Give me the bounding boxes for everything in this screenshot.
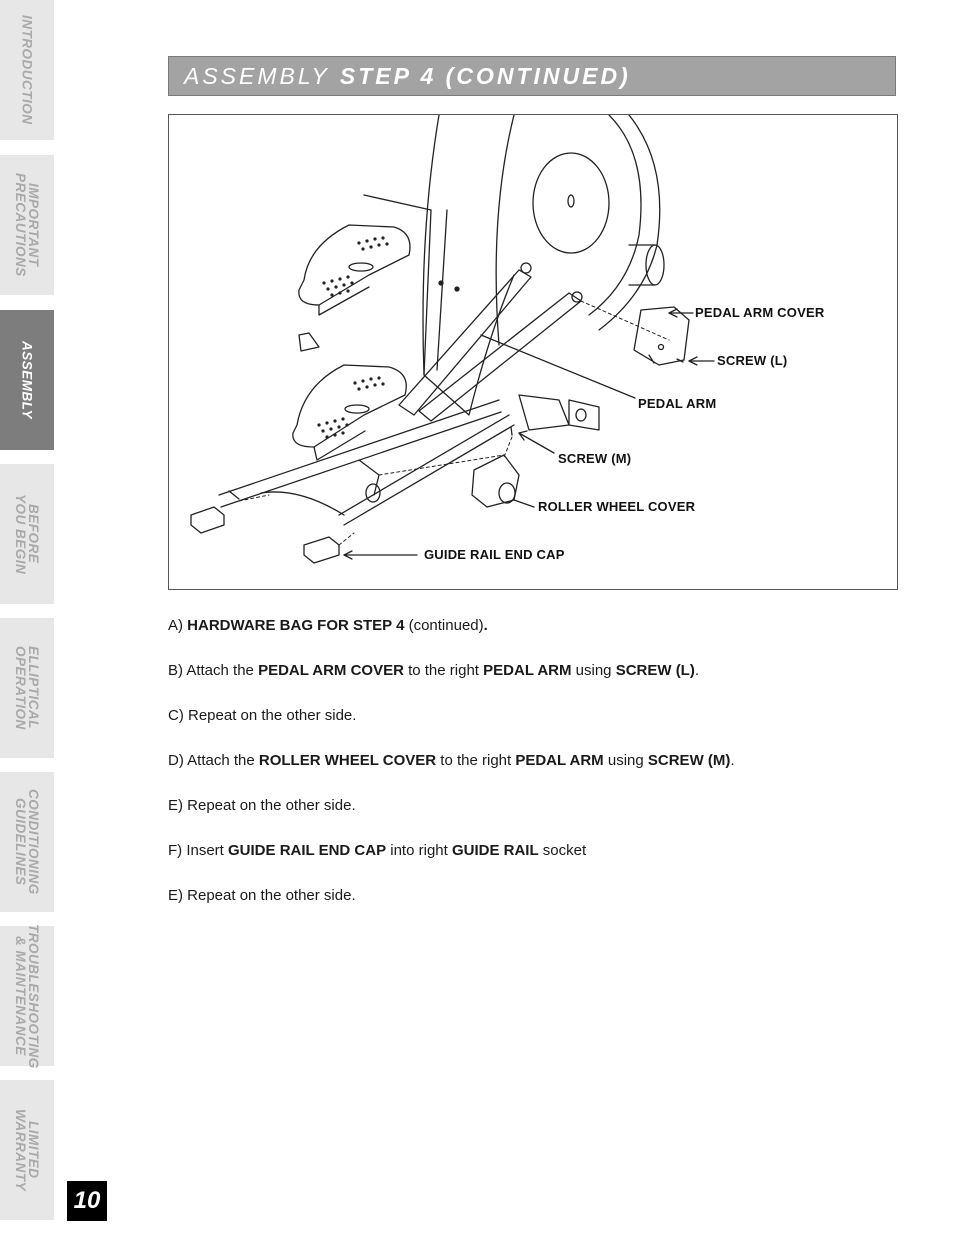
step-item: D) Attach the ROLLER WHEEL COVER to the … <box>168 751 888 796</box>
tab-limited-warranty[interactable]: LIMITED WARRANTY <box>0 1080 54 1220</box>
step-item: F) Insert GUIDE RAIL END CAP into right … <box>168 841 888 886</box>
page-number: 10 <box>67 1181 107 1221</box>
step-bold: SCREW (M) <box>647 752 731 769</box>
step-item: E) Repeat on the other side. <box>168 796 888 841</box>
step-text: (continued) <box>404 617 484 634</box>
step-text: to the right <box>436 752 516 769</box>
step-text: C) Repeat on the other side. <box>168 707 357 724</box>
tab-label: BEFORE YOU BEGIN <box>13 493 41 575</box>
tab-before-you-begin[interactable]: BEFORE YOU BEGIN <box>0 464 54 604</box>
step-text: . <box>730 752 735 769</box>
step-text: . <box>694 662 700 679</box>
tab-label: ELLIPTICAL OPERATION <box>13 646 41 730</box>
tab-elliptical-operation[interactable]: ELLIPTICAL OPERATION <box>0 618 54 758</box>
step-bold: HARDWARE BAG FOR STEP 4 <box>187 617 405 634</box>
step-bold: SCREW (L) <box>615 662 695 679</box>
step-bold: . <box>483 617 488 634</box>
callout-pedal-arm: PEDAL ARM <box>638 396 717 411</box>
tab-assembly[interactable]: ASSEMBLY <box>0 310 54 450</box>
step-title: STEP 4 (CONTINUED) <box>339 62 631 89</box>
step-bold: PEDAL ARM <box>515 752 604 769</box>
step-text: A) <box>168 617 188 634</box>
assembly-diagram: PEDAL ARM COVER SCREW (L) PEDAL ARM SCRE… <box>168 114 898 590</box>
step-item: C) Repeat on the other side. <box>168 706 888 751</box>
step-item: A) HARDWARE BAG FOR STEP 4 (continued). <box>168 616 888 661</box>
callout-guide-rail-end-cap: GUIDE RAIL END CAP <box>424 547 565 562</box>
step-text: E) Repeat on the other side. <box>168 887 356 904</box>
step-text: socket <box>538 842 587 859</box>
tab-conditioning-guidelines[interactable]: CONDITIONING GUIDELINES <box>0 772 54 912</box>
tab-label: ASSEMBLY <box>19 340 35 419</box>
tab-label: LIMITED WARRANTY <box>13 1109 41 1191</box>
tab-label: TROUBLESHOOTING & MAINTENANCE <box>13 923 41 1069</box>
callout-pedal-arm-cover: PEDAL ARM COVER <box>695 305 825 320</box>
step-bold: PEDAL ARM <box>483 662 572 679</box>
step-text: using <box>571 662 616 679</box>
callout-roller-wheel-cover: ROLLER WHEEL COVER <box>538 499 696 514</box>
tab-label: IMPORTANT PRECAUTIONS <box>13 173 41 277</box>
step-text: F) Insert <box>168 842 229 859</box>
step-bold: ROLLER WHEEL COVER <box>258 752 437 769</box>
step-text: B) Attach the <box>168 662 259 679</box>
section-title-bar: ASSEMBLY STEP 4 (CONTINUED) <box>168 56 896 96</box>
step-text: using <box>603 752 648 769</box>
step-item: B) Attach the PEDAL ARM COVER to the rig… <box>168 661 888 706</box>
tab-troubleshooting-maintenance[interactable]: TROUBLESHOOTING & MAINTENANCE <box>0 923 54 1069</box>
step-text: into right <box>386 842 452 859</box>
section-title: ASSEMBLY <box>184 62 330 89</box>
tab-label: CONDITIONING GUIDELINES <box>13 789 41 895</box>
step-bold: PEDAL ARM COVER <box>258 662 404 679</box>
step-bold: GUIDE RAIL END CAP <box>228 842 387 859</box>
step-text: to the right <box>403 662 484 679</box>
step-text: D) Attach the <box>168 752 259 769</box>
elliptical-illustration <box>190 115 715 564</box>
tab-introduction[interactable]: INTRODUCTION <box>0 0 54 140</box>
callout-screw-m: SCREW (M) <box>558 451 632 466</box>
section-sidebar: INTRODUCTION IMPORTANT PRECAUTIONS ASSEM… <box>0 0 54 1235</box>
tab-label: INTRODUCTION <box>19 15 35 125</box>
tab-important-precautions[interactable]: IMPORTANT PRECAUTIONS <box>0 155 54 295</box>
step-item: E) Repeat on the other side. <box>168 886 888 931</box>
instruction-list: A) HARDWARE BAG FOR STEP 4 (continued). … <box>168 616 888 931</box>
callout-screw-l: SCREW (L) <box>717 353 788 368</box>
step-bold: GUIDE RAIL <box>451 842 539 859</box>
step-text: E) Repeat on the other side. <box>168 797 356 814</box>
